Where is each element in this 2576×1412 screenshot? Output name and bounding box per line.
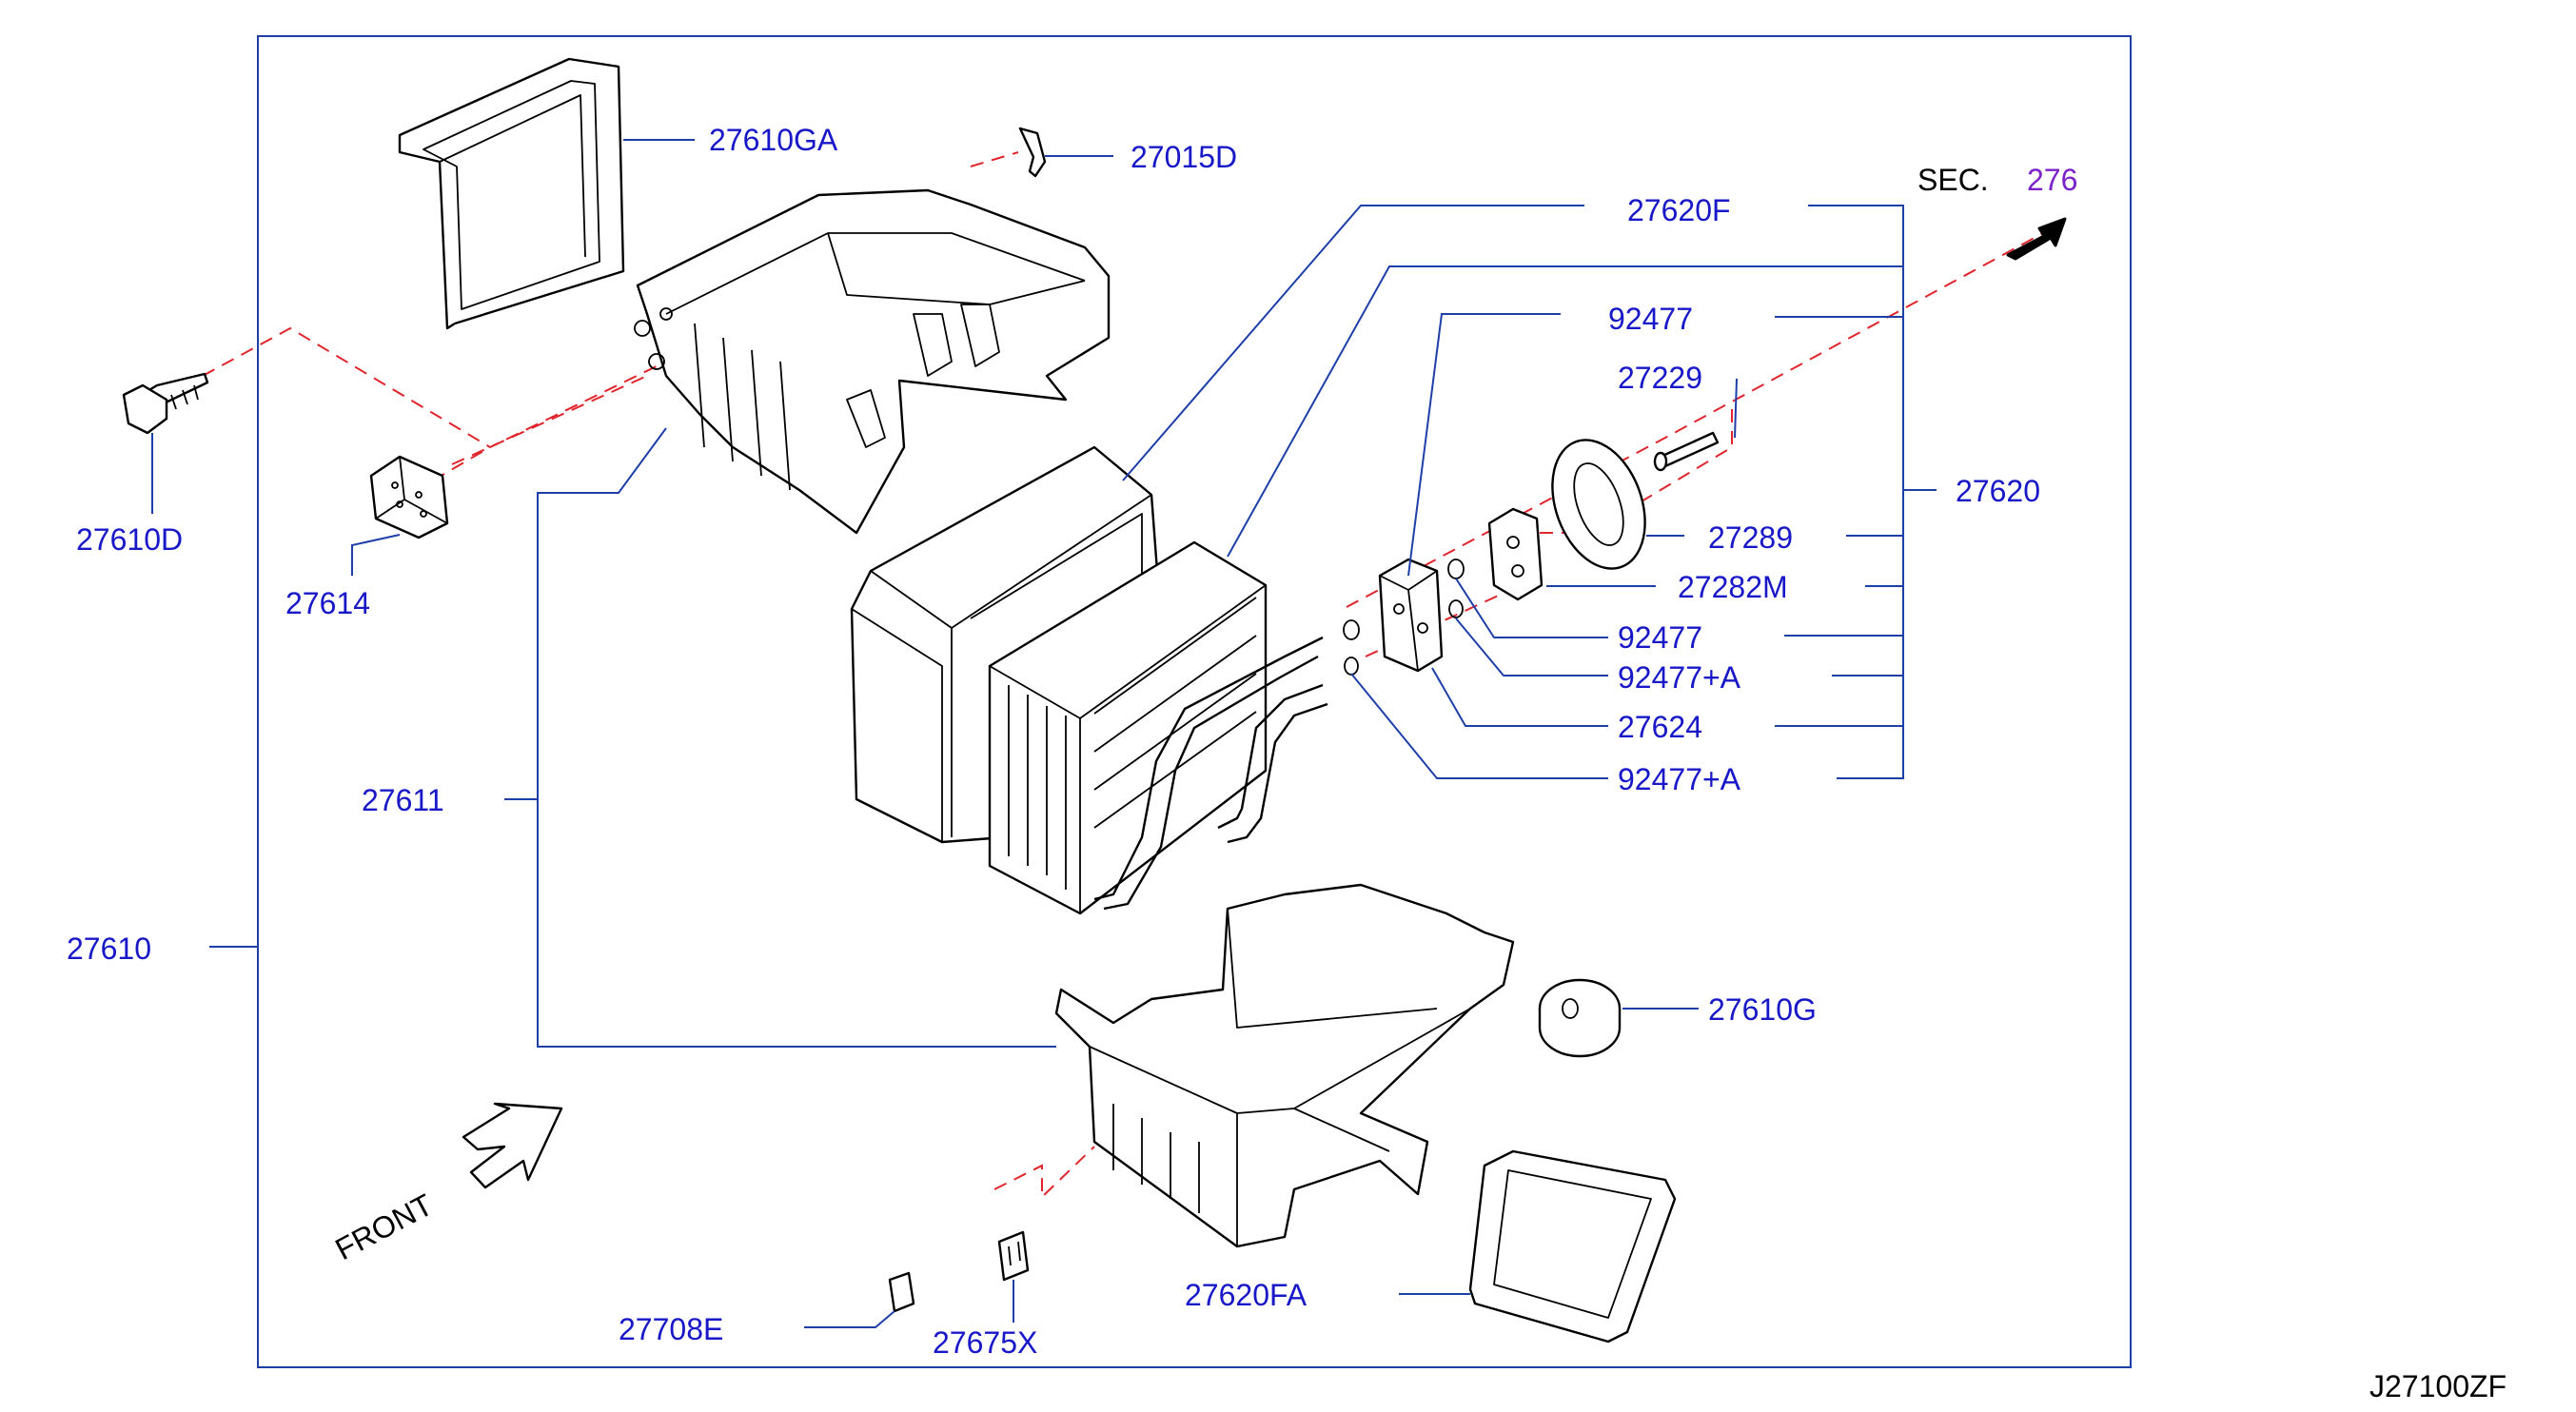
screw-27610d[interactable]: [122, 372, 209, 435]
refrigerant-pipes: [1093, 636, 1328, 911]
label-27610d[interactable]: 27610D: [76, 522, 183, 557]
upper-housing[interactable]: [634, 188, 1111, 535]
label-27610ga[interactable]: 27610GA: [709, 123, 838, 157]
lower-housing[interactable]: [1054, 883, 1515, 1248]
pipe-block-27282m[interactable]: [1487, 507, 1544, 601]
label-27610g[interactable]: 27610G: [1708, 992, 1817, 1027]
label-27624[interactable]: 27624: [1618, 710, 1702, 744]
front-label: FRONT: [329, 1187, 438, 1267]
label-27229[interactable]: 27229: [1618, 361, 1702, 395]
label-27708e[interactable]: 27708E: [619, 1312, 723, 1346]
label-27610[interactable]: 27610: [67, 932, 151, 966]
clip-27675x[interactable]: [997, 1230, 1030, 1282]
clip-27708e[interactable]: [888, 1271, 915, 1313]
section-arrow-icon: [2006, 217, 2067, 261]
label-27015d[interactable]: 27015D: [1131, 140, 1237, 174]
front-arrow-icon: [462, 1102, 563, 1189]
label-27611[interactable]: 27611: [362, 783, 444, 817]
diagram-id: J27100ZF: [2370, 1369, 2507, 1403]
label-27620[interactable]: 27620: [1956, 474, 2040, 508]
label-92477a-2[interactable]: 92477+A: [1618, 762, 1741, 796]
bolt-27229[interactable]: [1653, 431, 1720, 472]
insulator-27289[interactable]: [1536, 427, 1662, 581]
grommet-27610g[interactable]: [1538, 978, 1622, 1058]
label-27282m[interactable]: 27282M: [1678, 570, 1788, 604]
label-92477a-1[interactable]: 92477+A: [1618, 660, 1741, 695]
leader-lines: [151, 139, 1937, 1328]
bracket-27614[interactable]: [369, 455, 449, 539]
diagram-frame: [257, 35, 2132, 1368]
label-92477-top[interactable]: 92477: [1608, 302, 1693, 336]
section-ref-label: SEC.: [1917, 163, 1989, 197]
label-27614[interactable]: 27614: [285, 586, 370, 620]
filter-frame-upper[interactable]: [398, 57, 625, 330]
label-27675x[interactable]: 27675X: [933, 1325, 1037, 1360]
label-27289[interactable]: 27289: [1708, 520, 1793, 555]
label-27620f[interactable]: 27620F: [1627, 193, 1731, 227]
expansion-valve[interactable]: [1378, 558, 1444, 673]
evaporator-core[interactable]: [988, 540, 1268, 915]
section-ref-link[interactable]: 276: [2027, 163, 2077, 197]
label-27620fa[interactable]: 27620FA: [1185, 1278, 1308, 1312]
label-92477-mid[interactable]: 92477: [1618, 620, 1702, 655]
clip-27015d[interactable]: [1018, 127, 1047, 178]
filter-frame-lower[interactable]: [1468, 1149, 1677, 1343]
